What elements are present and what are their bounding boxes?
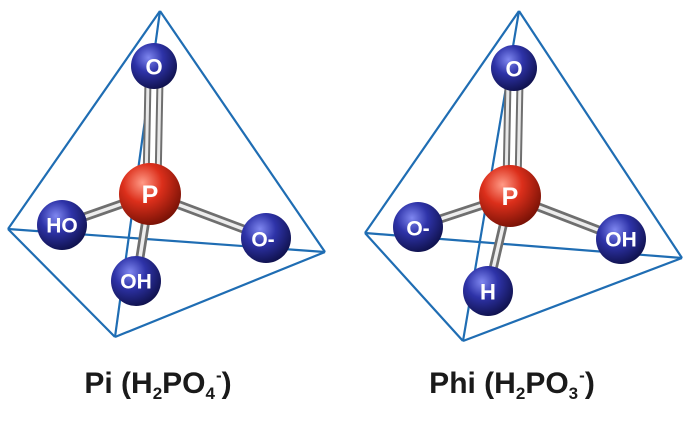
phi-caption-open: (H (475, 367, 516, 400)
pi-molecule: O HO P O- OH (7, 10, 326, 339)
phi-caption-close: ) (584, 367, 595, 400)
pi-caption-close: ) (221, 367, 232, 400)
phi-caption: Phi (H2PO3-) (429, 366, 595, 404)
pi-atom-p-label: P (142, 181, 159, 209)
phi-atom-top-oxygen: O (491, 45, 537, 91)
phi-caption-name: Phi (429, 367, 476, 400)
phi-atom-left-label: O- (406, 218, 429, 241)
pi-caption: Pi (H2PO4-) (84, 366, 231, 404)
phi-caption-mid: PO (525, 367, 569, 400)
pi-caption-sub2: 4 (205, 384, 215, 403)
pi-caption-sub1: 2 (152, 384, 163, 403)
pi-atom-left-hydroxyl: HO (37, 200, 87, 250)
pi-atom-top-label: O (145, 55, 162, 80)
pi-caption-mid: PO (162, 367, 206, 400)
pi-atom-front-label: OH (120, 271, 152, 294)
phi-atom-top-label: O (505, 57, 522, 82)
phi-atom-right-label: OH (605, 229, 637, 252)
phi-molecule: O O- P OH H (364, 10, 683, 343)
pi-atom-phosphorus: P (119, 163, 181, 225)
pi-atom-top-oxygen: O (131, 43, 177, 89)
pi-atom-right-label: O- (251, 229, 274, 252)
phi-atom-left-oxygen-anion: O- (393, 202, 443, 252)
pi-atom-right-oxygen-anion: O- (241, 213, 291, 263)
phi-caption-sub1: 2 (515, 384, 526, 403)
pi-atom-front-hydroxyl: OH (111, 256, 161, 306)
pi-caption-open: (H (112, 367, 153, 400)
phi-caption-sub2: 3 (568, 384, 579, 403)
phi-atom-right-hydroxyl: OH (596, 214, 646, 264)
pi-atom-left-label: HO (46, 215, 78, 238)
phi-atom-phosphorus: P (479, 165, 541, 227)
phi-atom-front-hydrogen: H (463, 266, 513, 316)
phi-atom-front-label: H (480, 280, 496, 305)
pi-caption-charge: - (215, 366, 222, 385)
phi-caption-charge: - (579, 366, 585, 385)
pi-caption-name: Pi (84, 367, 113, 400)
phi-atom-p-label: P (502, 183, 519, 211)
